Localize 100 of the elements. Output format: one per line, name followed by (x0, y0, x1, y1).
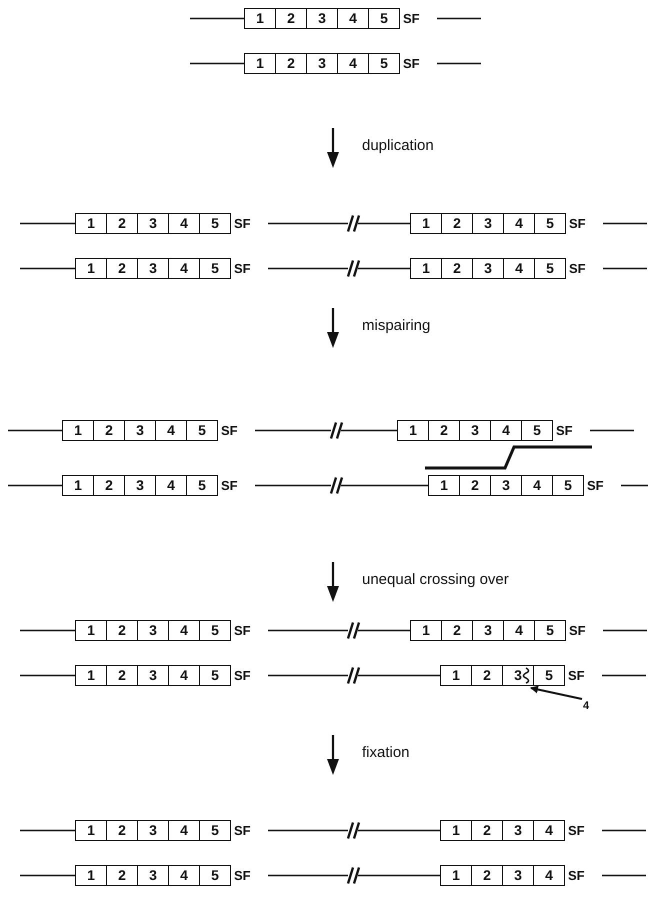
exon-box: 5 (534, 213, 566, 234)
exon-box: 3 (137, 213, 169, 234)
exon-box: 2 (93, 420, 125, 441)
sf-label: SF (568, 822, 585, 840)
exon-box: 2 (428, 420, 460, 441)
exon-box: 4 (533, 820, 565, 841)
exon-box: 2 (275, 8, 307, 29)
sf-label: SF (569, 260, 586, 278)
exon-box: 4 (503, 213, 535, 234)
exon-box: 4 (168, 258, 200, 279)
exon-box: 4 (503, 620, 535, 641)
exon-box: 3 (459, 420, 491, 441)
exon-box: 3 (502, 865, 534, 886)
exon-box: 4 (521, 475, 553, 496)
exon-box: 2 (441, 213, 473, 234)
exon-box: 3 (472, 620, 504, 641)
exon-box: 5 (521, 420, 553, 441)
exon-box: 5 (199, 258, 231, 279)
sf-label: SF (234, 215, 251, 233)
exon-box: 5 (534, 258, 566, 279)
exon-box: 5 (199, 620, 231, 641)
exon-box: 3 (137, 258, 169, 279)
exon-box: 2 (471, 820, 503, 841)
exon-box: 3 (502, 665, 534, 686)
exon-box: 2 (106, 258, 138, 279)
exon-box: 5 (186, 475, 218, 496)
sf-label: SF (556, 422, 573, 440)
exon-box: 5 (199, 865, 231, 886)
exon-box: 5 (368, 8, 400, 29)
exon-box: 4 (503, 258, 535, 279)
sf-label: SF (234, 867, 251, 885)
exon-box: 1 (428, 475, 460, 496)
sf-label: SF (221, 422, 238, 440)
exon-box: 1 (62, 420, 94, 441)
exon-box: 5 (533, 665, 565, 686)
exon-box: 3 (137, 865, 169, 886)
leader-arrow (530, 686, 582, 700)
exon-box: 2 (106, 620, 138, 641)
exon-box: 2 (106, 213, 138, 234)
exon-box: 1 (62, 475, 94, 496)
step-label: mispairing (362, 316, 430, 336)
exon-box: 4 (337, 8, 369, 29)
exon-box: 2 (275, 53, 307, 74)
exon-box: 5 (552, 475, 584, 496)
sf-label: SF (403, 10, 420, 28)
exon-box: 3 (502, 820, 534, 841)
exon-box: 2 (441, 258, 473, 279)
exon-box: 4 (168, 665, 200, 686)
exon-box: 2 (471, 865, 503, 886)
sf-label: SF (403, 55, 420, 73)
exon-box: 1 (75, 258, 107, 279)
exon-box: 5 (534, 620, 566, 641)
exon-box: 5 (199, 213, 231, 234)
callout-number: 4 (583, 700, 590, 712)
sf-label: SF (234, 622, 251, 640)
exon-box: 2 (106, 865, 138, 886)
exon-box: 3 (137, 820, 169, 841)
sf-label: SF (221, 477, 238, 495)
exon-box: 3 (137, 620, 169, 641)
exon-box: 1 (244, 53, 276, 74)
exon-box: 1 (75, 865, 107, 886)
exon-box: 4 (168, 213, 200, 234)
exon-box: 1 (440, 865, 472, 886)
exon-box: 4 (168, 820, 200, 841)
exon-box: 1 (397, 420, 429, 441)
exon-box: 3 (490, 475, 522, 496)
exon-box: 1 (75, 665, 107, 686)
exon-box: 5 (199, 665, 231, 686)
sf-label: SF (234, 667, 251, 685)
exon-box: 1 (410, 213, 442, 234)
exon-box: 2 (106, 820, 138, 841)
exon-box: 3 (124, 420, 156, 441)
exon-box: 1 (410, 620, 442, 641)
exon-box: 5 (199, 820, 231, 841)
sf-label: SF (568, 867, 585, 885)
exon-box: 3 (472, 258, 504, 279)
exon-box: 2 (93, 475, 125, 496)
exon-box: 1 (440, 665, 472, 686)
step-label: unequal crossing over (362, 570, 509, 590)
exon-box: 5 (368, 53, 400, 74)
exon-box: 5 (186, 420, 218, 441)
exon-box: 2 (471, 665, 503, 686)
exon-box: 3 (137, 665, 169, 686)
exon-box: 4 (168, 620, 200, 641)
exon-box: 4 (337, 53, 369, 74)
step-label: duplication (362, 136, 434, 156)
exon-box: 3 (306, 53, 338, 74)
sf-label: SF (568, 667, 585, 685)
exon-box: 1 (75, 213, 107, 234)
exon-box: 2 (459, 475, 491, 496)
sf-label: SF (234, 260, 251, 278)
exon-box: 3 (306, 8, 338, 29)
exon-box: 1 (440, 820, 472, 841)
exon-box: 1 (410, 258, 442, 279)
exon-box: 3 (472, 213, 504, 234)
exon-box: 4 (155, 475, 187, 496)
sf-label: SF (569, 622, 586, 640)
exon-box: 4 (168, 865, 200, 886)
sf-label: SF (569, 215, 586, 233)
exon-box: 1 (244, 8, 276, 29)
